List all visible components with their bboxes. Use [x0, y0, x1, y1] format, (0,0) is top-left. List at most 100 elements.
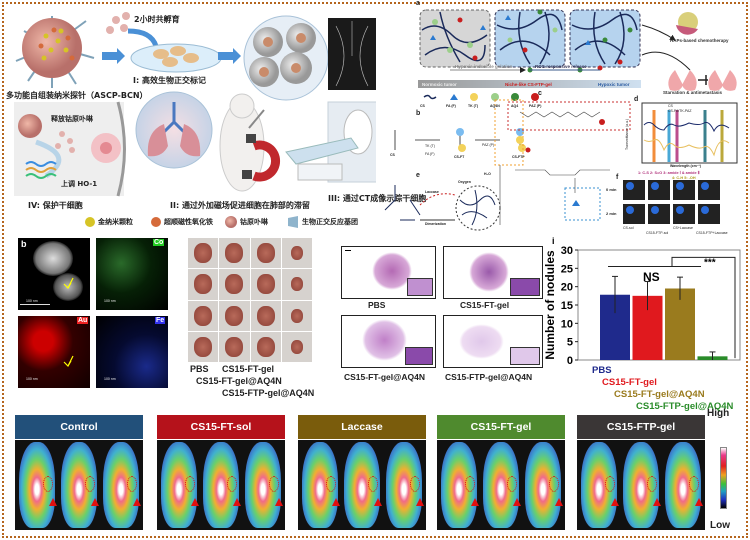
tumor-circle	[549, 476, 559, 492]
lung-label-ft-gel: CS15-FT-gel	[222, 364, 275, 374]
x-tick-label: CS15-FTP-gel@AQ4N	[636, 401, 734, 412]
fe-channel-label: Fe	[155, 317, 166, 324]
x-tick-label: CS15-FT-gel@AQ4N	[614, 389, 705, 400]
group-header-2: Laccase	[298, 415, 426, 439]
cobalt-porphyrin-icon	[225, 216, 237, 228]
hypoxic-label: Hypoxic tumor	[598, 82, 630, 87]
vial-col-cs-laccase: CS+Laccase	[673, 226, 693, 230]
arrow-icon	[63, 277, 74, 289]
lungs-icon	[668, 70, 737, 91]
scheme-water: H₂O	[484, 172, 491, 176]
niche-label: Niche-like CS-FTP-gel	[505, 82, 552, 87]
scheme-oxygen: Oxygen	[458, 180, 471, 184]
tumor-circle	[43, 476, 53, 492]
aq4-icon	[511, 93, 519, 101]
group-header-1: CS15-FT-sol	[157, 415, 285, 439]
arrowhead-icon	[611, 498, 619, 506]
y-tick-label: 25	[561, 263, 573, 275]
scheme-csft: CS-FT	[454, 155, 465, 159]
tumor-circle	[227, 476, 237, 492]
step1-label: I: 高效生物正交标记	[133, 76, 206, 85]
arrowhead-icon	[416, 498, 424, 506]
vial-row-0min: 0 min	[606, 187, 617, 192]
panel-c-label: c	[538, 90, 542, 97]
histology-pbs	[341, 246, 436, 299]
legend-fa: FA (F)	[446, 104, 456, 108]
histology-label-ftp-gel-aq4n: CS15-FTP-gel@AQ4N	[445, 372, 533, 382]
arrowhead-icon	[91, 498, 99, 506]
y-tick-label: 30	[561, 245, 573, 257]
step4-label: IV: 保护干细胞	[28, 201, 83, 210]
syringe-icon	[248, 109, 265, 129]
hydrogel-scheme: a b c d e f Hypoxia-inducible gelation R…	[380, 0, 745, 236]
lung-photo	[219, 300, 250, 331]
group-header-4: CS15-FTP-gel	[577, 415, 705, 439]
y-tick-label: 15	[561, 300, 573, 312]
lung-label-ft-gel-aq4n: CS15-FT-gel@AQ4N	[196, 376, 282, 386]
au-channel-label: Au	[77, 317, 89, 324]
panel-i-label: i	[552, 236, 555, 246]
ftir-note1: 1: C-S 2: S=O 3: amide Ⅰ & amide Ⅱ	[638, 171, 700, 175]
x-tick-label: CS15-FT-gel	[602, 377, 657, 388]
vial-row-2min: 2 min	[606, 211, 617, 216]
tumor-circle	[127, 476, 137, 492]
aq4n-icon	[491, 93, 499, 101]
cobalt-map	[96, 238, 168, 310]
lung-label-pbs: PBS	[190, 364, 209, 374]
ftir-xlabel: Wavelength (cm⁻¹)	[670, 164, 701, 168]
tumor-circle	[465, 476, 475, 492]
arrow-icon	[63, 355, 74, 367]
tumor-circle	[185, 476, 195, 492]
schematic-stem-cell-tracking: 2小时共孵育 多功能自组装纳米探针（ASCP-BCN） I: 高效生物正交标记 …	[6, 6, 426, 231]
histology-label-ft-gel-aq4n: CS15-FT-gel@AQ4N	[344, 372, 426, 382]
lung-photo	[219, 238, 250, 269]
tumor-circle	[507, 476, 517, 492]
scale-bar-label: 100 nm	[26, 377, 38, 381]
lung-photos-grid	[188, 238, 312, 362]
ftir-legend-modified: CS-FA/TK-PAZ	[668, 109, 692, 113]
y-tick-label: 20	[561, 282, 573, 294]
panel-b-label: b	[416, 110, 421, 117]
legend-aq4: AQ4	[511, 104, 519, 108]
legend-paz: PAZ (P)	[529, 104, 542, 108]
vial-col-cs-sol: CS-sol	[623, 226, 634, 230]
vial-col-ftp-laccase: CS15-FTP+Laccase	[696, 231, 728, 235]
step2-label: II: 通过外加磁场促进细胞在肺部的滞留	[170, 201, 310, 210]
legend-bioorthogonal: 生物正交反应基团	[302, 218, 358, 226]
lung-photo	[219, 331, 250, 362]
tem-image	[18, 238, 90, 310]
histology-ft-gel	[443, 246, 543, 299]
nodules-bar-chart: 051015202530PBSCS15-FT-gelCS15-FT-gel@AQ…	[543, 236, 741, 412]
arrowhead-icon	[374, 498, 382, 506]
group-header-0: Control	[15, 415, 143, 439]
iron-map	[96, 316, 168, 388]
scheme-laccase: Laccase	[425, 190, 439, 194]
mouse-images-2	[298, 440, 426, 530]
lung-photo	[250, 331, 281, 362]
lung-photo	[281, 269, 312, 300]
arrow-icon	[218, 48, 241, 64]
tumor-circle	[410, 476, 420, 492]
co-channel-label: Co	[153, 239, 165, 246]
scale-bar-label: 100 nm	[104, 299, 116, 303]
starvation-label: Starvation & antimetastasis	[663, 90, 723, 95]
legend-porphyrin: 钴原卟啉	[240, 218, 268, 226]
histology-ft-gel-aq4n	[341, 315, 436, 368]
release-label: ROS-responsive release	[535, 64, 587, 69]
y-axis-label: Number of nodules	[543, 250, 557, 360]
scheme-fa: FA (F)	[425, 152, 435, 156]
mouse-images-1	[157, 440, 285, 530]
y-tick-label: 5	[567, 337, 573, 349]
significance-annotation: ***	[704, 257, 716, 268]
legend-cs: CS	[420, 104, 425, 108]
tumor-circle	[605, 476, 615, 492]
histology-label-pbs: PBS	[368, 300, 386, 310]
paz-icon	[531, 93, 539, 101]
tumor-circle	[326, 476, 336, 492]
lung-photo	[188, 269, 219, 300]
histology-label-ft-gel: CS15-FT-gel	[460, 300, 510, 310]
x-tick-label: PBS	[592, 365, 612, 376]
cs-icon	[423, 94, 437, 100]
arrowhead-icon	[555, 498, 563, 506]
